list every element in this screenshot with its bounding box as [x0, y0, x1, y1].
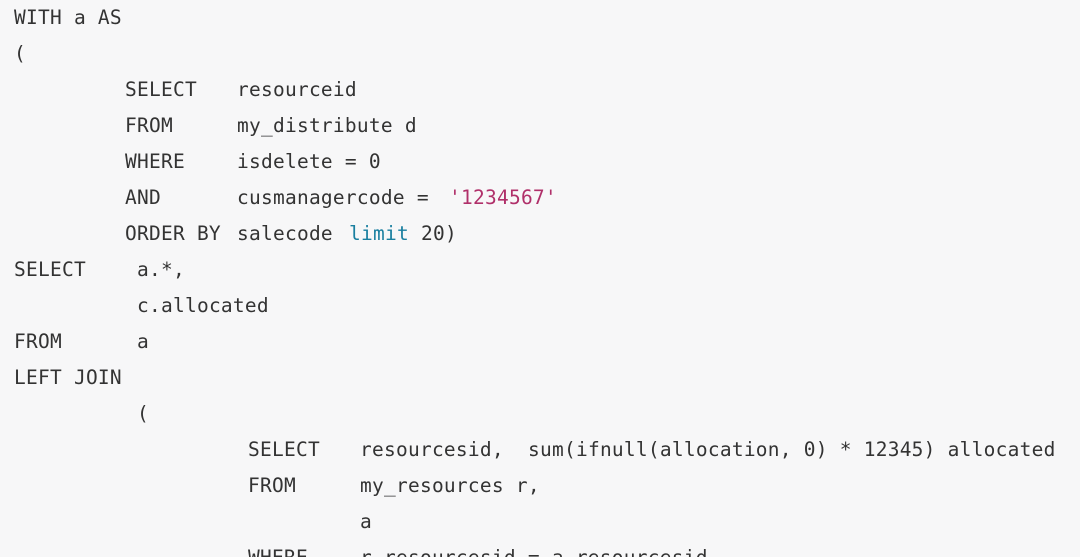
sql-identifier: a	[137, 330, 149, 353]
sql-keyword: LEFT JOIN	[14, 366, 122, 389]
sql-keyword: FROM	[248, 474, 296, 497]
sql-keyword: FROM	[125, 114, 173, 137]
sql-keyword: SELECT	[14, 258, 86, 281]
sql-keyword: WHERE	[248, 540, 308, 557]
sql-keyword: SELECT	[125, 78, 197, 101]
code-line: a	[0, 504, 372, 540]
code-line: WHERE r.resourcesid = a.resourcesid	[0, 540, 707, 557]
sql-keyword: AND	[125, 186, 161, 209]
sql-expression: sum(ifnull(allocation, 0) * 12345) alloc…	[528, 438, 1056, 461]
code-line: SELECT resourcesid, sum(ifnull(allocatio…	[0, 432, 1055, 468]
sql-string-literal: '1234567'	[449, 186, 557, 209]
sql-identifier: resourcesid,	[360, 438, 504, 461]
sql-limit-keyword: limit	[349, 222, 409, 245]
code-line: ORDER BY salecode limit 20)	[0, 216, 457, 252]
sql-identifier: a	[360, 510, 372, 533]
sql-keyword: ORDER BY	[125, 222, 221, 245]
code-line: AND cusmanagercode = '1234567'	[0, 180, 557, 216]
code-line: c.allocated	[0, 288, 269, 324]
code-line: SELECT a.*,	[0, 252, 185, 288]
sql-identifier: my_resources r,	[360, 474, 540, 497]
sql-keyword: FROM	[14, 330, 62, 353]
sql-keyword: WHERE	[125, 150, 185, 173]
sql-identifier: my_distribute d	[237, 114, 417, 137]
sql-expression: isdelete = 0	[237, 150, 381, 173]
paren: (	[137, 402, 149, 425]
sql-keyword: WITH a AS	[14, 6, 122, 29]
code-line: (	[0, 396, 149, 432]
code-line: WHERE isdelete = 0	[0, 144, 381, 180]
sql-expression: 20)	[409, 222, 457, 245]
paren: (	[14, 42, 26, 65]
sql-identifier: salecode	[237, 222, 345, 245]
sql-expression: cusmanagercode =	[237, 186, 441, 209]
code-line: FROM a	[0, 324, 149, 360]
code-line: WITH a AS	[0, 0, 122, 36]
sql-expression: r.resourcesid = a.resourcesid	[360, 540, 708, 557]
code-line: FROM my_resources r,	[0, 468, 540, 504]
code-line: FROM my_distribute d	[0, 108, 417, 144]
sql-identifier: a.*,	[137, 258, 185, 281]
sql-keyword: SELECT	[248, 438, 320, 461]
sql-identifier: c.allocated	[137, 294, 269, 317]
code-line: (	[0, 36, 48, 72]
code-line: LEFT JOIN	[0, 360, 122, 396]
code-line: SELECT resourceid	[0, 72, 357, 108]
sql-identifier: resourceid	[237, 78, 357, 101]
